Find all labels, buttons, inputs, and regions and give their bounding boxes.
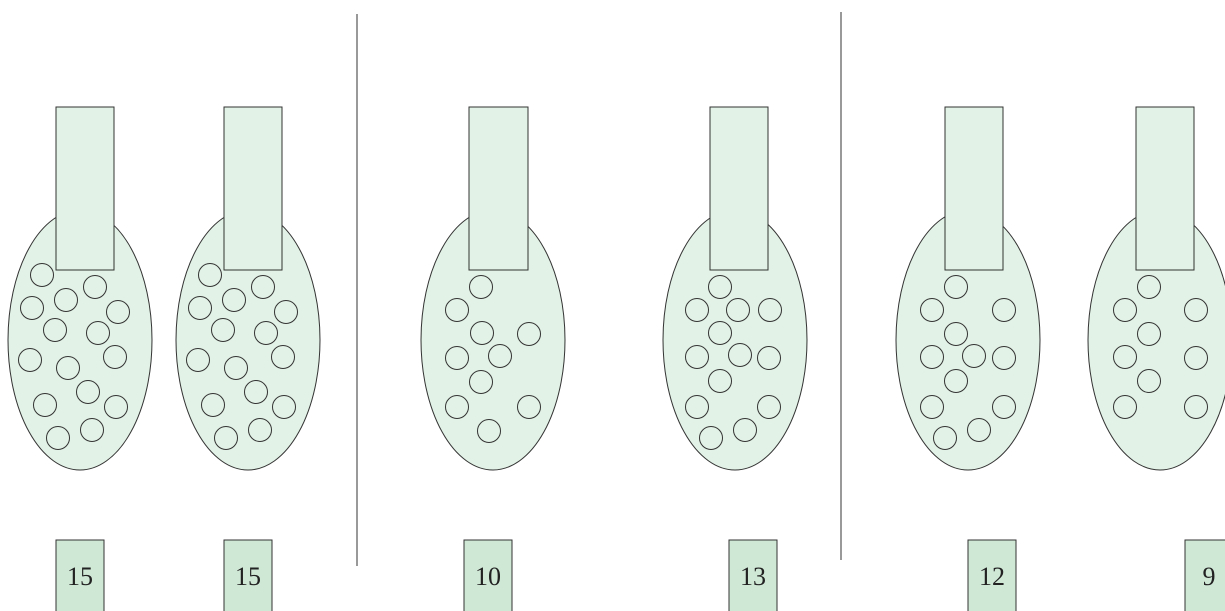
container-5: 12 — [896, 107, 1040, 611]
container-1: 15 — [8, 107, 152, 611]
flask-neck — [224, 107, 282, 270]
flask-neck — [469, 107, 528, 270]
container-4: 13 — [663, 107, 807, 611]
flask-neck — [1136, 107, 1194, 270]
count-label: 10 — [475, 562, 501, 591]
flask-neck — [945, 107, 1003, 270]
count-label: 9 — [1203, 562, 1216, 591]
container-2: 15 — [176, 107, 320, 611]
count-label: 12 — [979, 562, 1005, 591]
count-label: 15 — [235, 562, 261, 591]
containers-layer: 15 15 10 13 12 9 — [8, 107, 1225, 611]
count-label: 13 — [740, 562, 766, 591]
container-3: 10 — [421, 107, 565, 611]
container-6: 9 — [1088, 107, 1225, 611]
flask-neck — [710, 107, 768, 270]
count-label: 15 — [67, 562, 93, 591]
flask-neck — [56, 107, 114, 270]
